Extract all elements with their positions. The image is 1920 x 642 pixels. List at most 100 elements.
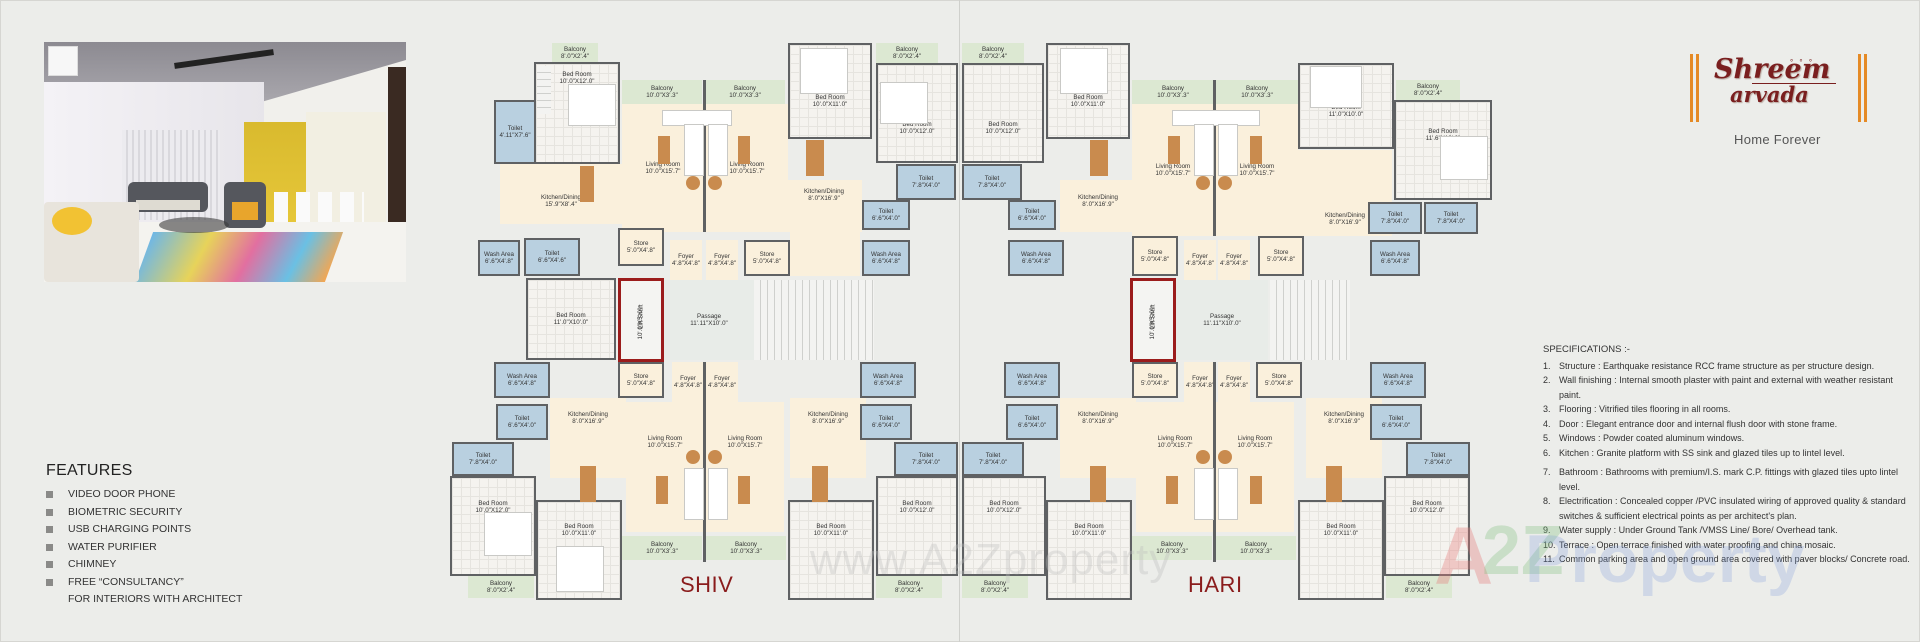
feature-item: CHIMNEY <box>46 556 242 574</box>
tv-unit <box>656 476 668 504</box>
sofa-furniture <box>684 124 704 176</box>
spec-item: 3.Flooring : Vitrified tiles flooring in… <box>1543 404 1731 414</box>
party-wall <box>703 80 706 232</box>
logo-name-line1: Shreem <box>1714 54 1831 85</box>
tv-unit <box>658 136 670 164</box>
tv-unit <box>1166 476 1178 504</box>
square-bullet-icon <box>46 543 53 551</box>
stool-furniture <box>686 450 700 464</box>
stool-furniture <box>686 176 700 190</box>
photo-armchair-seat <box>232 202 258 220</box>
dining-table <box>1326 466 1342 502</box>
square-bullet-icon <box>46 526 53 533</box>
room-kitchen-dining <box>790 230 860 276</box>
bed-furniture <box>484 512 532 556</box>
square-bullet-icon <box>46 578 53 586</box>
square-bullet-icon <box>46 561 53 568</box>
features-list: VIDEO DOOR PHONE BIOMETRIC SECURITY USB … <box>46 486 242 609</box>
bed-furniture <box>1060 48 1108 94</box>
party-wall <box>1213 80 1216 236</box>
page-fold-divider <box>959 0 960 642</box>
logo-ornament: ° ° ° <box>1790 58 1815 67</box>
spec-item: 9.Water supply : Under Ground Tank /VMSS… <box>1543 525 1838 535</box>
sofa-furniture <box>1194 124 1214 176</box>
logo-bar-left-inner <box>1696 54 1699 122</box>
logo-bar-right-inner <box>1864 54 1867 122</box>
photo-coffee-table <box>159 217 229 233</box>
sofa-furniture <box>1218 468 1238 520</box>
logo-bar-left <box>1690 54 1693 122</box>
specifications-panel: SPECIFICATIONS :- 1.Structure : Earthqua… <box>1543 343 1913 567</box>
party-wall <box>1213 362 1216 562</box>
feature-item: FREE “CONSULTANCY” <box>46 574 242 592</box>
features-panel: FEATURES VIDEO DOOR PHONE BIOMETRIC SECU… <box>46 462 242 609</box>
sofa-furniture <box>1172 110 1260 126</box>
sofa-furniture <box>1218 124 1238 176</box>
bed-furniture <box>800 48 848 94</box>
square-bullet-icon <box>46 508 53 516</box>
spec-item: 7.Bathroom : Bathrooms with premium/I.S.… <box>1543 467 1898 492</box>
logo-rule <box>1752 83 1836 84</box>
tv-unit <box>1168 136 1180 164</box>
photo-dining-chairs <box>274 192 364 222</box>
specifications-title: SPECIFICATIONS :- <box>1543 344 1630 355</box>
dining-table <box>806 140 824 176</box>
logo-bar-right <box>1858 54 1861 122</box>
feature-item: BIOMETRIC SECURITY <box>46 504 242 522</box>
spec-item: 1.Structure : Earthquake resistance RCC … <box>1543 360 1875 371</box>
photo-wood-pillar <box>388 67 406 267</box>
dining-table <box>812 466 828 502</box>
spec-item: 2.Wall finishing : Internal smooth plast… <box>1543 375 1893 400</box>
stool-furniture <box>708 450 722 464</box>
spec-item: 6.Kitchen : Granite platform with SS sin… <box>1543 447 1845 458</box>
feature-item: VIDEO DOOR PHONE <box>46 486 242 504</box>
sofa-furniture <box>1194 468 1214 520</box>
sofa-furniture <box>708 124 728 176</box>
bed-furniture <box>880 82 928 124</box>
stair-block <box>537 66 551 114</box>
staircase <box>754 280 874 360</box>
logo-name-line2: arvada <box>1730 82 1809 107</box>
bed-furniture <box>568 84 616 126</box>
tv-unit <box>1250 476 1262 504</box>
sofa-furniture <box>708 468 728 520</box>
stool-furniture <box>1196 450 1210 464</box>
